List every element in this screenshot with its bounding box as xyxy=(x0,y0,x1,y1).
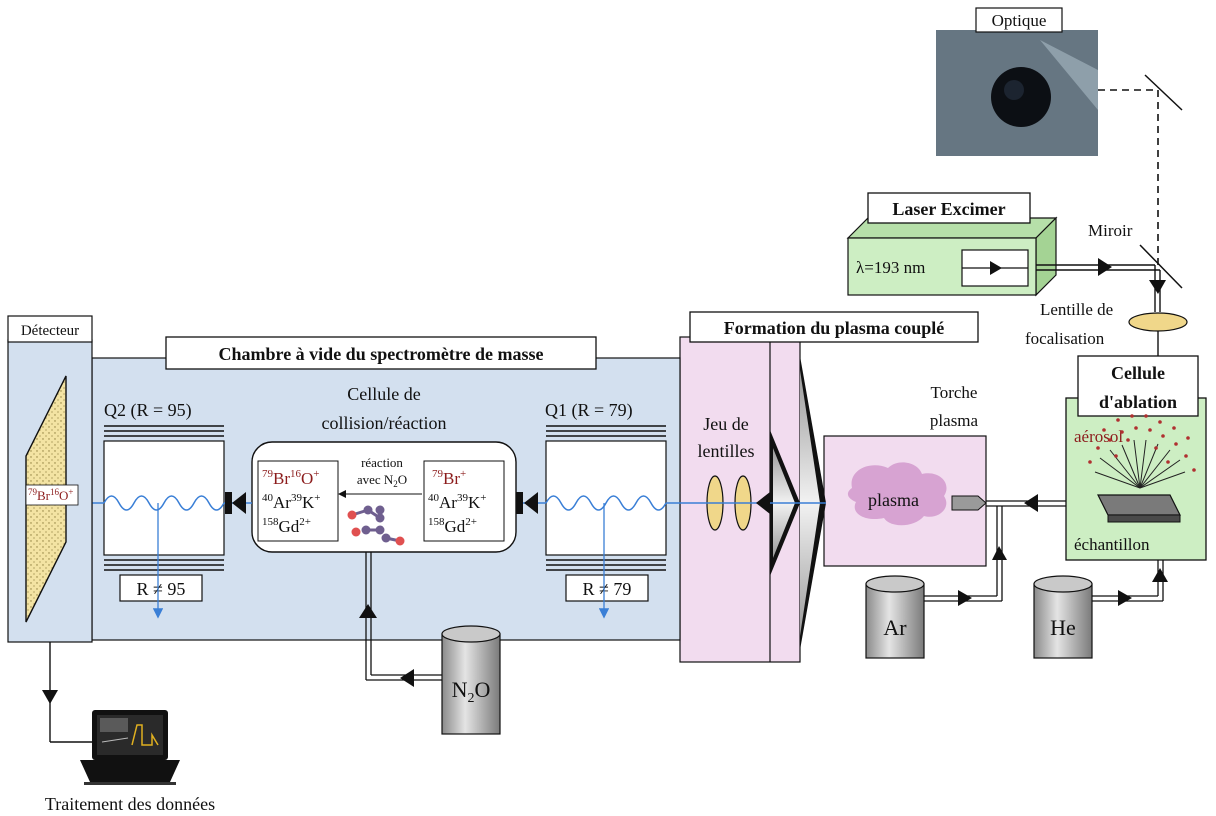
reaction-line2: avec N2O xyxy=(357,472,407,489)
q2-label: Q2 (R = 95) xyxy=(104,400,192,421)
sample-label: échantillon xyxy=(1074,535,1150,554)
in-ion-gd: 158Gd2+ xyxy=(428,516,477,536)
in-ion-br: 79Br+ xyxy=(432,468,466,488)
ablation-title-2: d'ablation xyxy=(1099,392,1177,412)
quadrupole-q1: Q1 (R = 79) R ≠ 79 xyxy=(545,400,667,619)
out-ion-gd: 158Gd2+ xyxy=(262,516,311,536)
lenses-line2: lentilles xyxy=(698,441,755,461)
ablation-title-1: Cellule xyxy=(1111,363,1165,383)
q1-label: Q1 (R = 79) xyxy=(545,400,633,421)
molecule-icon xyxy=(347,505,405,546)
reaction-line1: réaction xyxy=(361,455,403,470)
torche-line2: plasma xyxy=(930,411,979,430)
detector: Détecteur 79Br16O+ xyxy=(7,315,93,643)
in-ion-ark: 40Ar39K+ xyxy=(428,492,486,512)
aerosol-label: aérosol xyxy=(1074,427,1123,446)
plasma-torch: Torche plasma plasma xyxy=(823,383,987,567)
out-ion-ark: 40Ar39K+ xyxy=(262,492,320,512)
mirror-icon xyxy=(1139,244,1183,289)
plasma-label: plasma xyxy=(868,490,919,510)
torche-line1: Torche xyxy=(931,383,978,402)
q1-reject: R ≠ 79 xyxy=(583,579,632,599)
collision-cell: Cellule de collision/réaction 79Br16O+ 4… xyxy=(251,384,517,553)
sample-icon xyxy=(1097,494,1181,516)
he-label: He xyxy=(1050,615,1076,640)
optique-panel: Optique xyxy=(936,7,1098,156)
detector-ion: 79Br16O+ xyxy=(28,487,73,503)
lenses-line1: Jeu de xyxy=(703,414,748,434)
detector-title: Détecteur xyxy=(21,323,79,339)
focal-lens-icon xyxy=(1128,312,1188,332)
mirror-top-icon xyxy=(1144,74,1183,111)
optique-label: Optique xyxy=(992,11,1047,30)
cell-line2: collision/réaction xyxy=(322,413,447,433)
chamber-title: Chambre à vide du spectromètre de masse xyxy=(219,344,544,364)
laser-wavelength: λ=193 nm xyxy=(856,258,925,277)
ar-label: Ar xyxy=(883,615,907,640)
lentille-line2: focalisation xyxy=(1025,329,1105,348)
laptop-icon xyxy=(80,710,180,785)
cell-line1: Cellule de xyxy=(347,384,420,404)
plasma-icon xyxy=(847,462,947,526)
n2o-cylinder xyxy=(441,633,501,735)
helium-cylinder: He xyxy=(1033,575,1093,659)
quadrupole-q2: Q2 (R = 95) R ≠ 95 xyxy=(103,400,225,619)
lentille-line1: Lentille de xyxy=(1040,300,1113,319)
n2o-feed: N2O xyxy=(359,552,501,735)
plasma-formation-title: Formation du plasma couplé xyxy=(724,318,945,338)
ablation-cell: Cellule d'ablation aérosol échantillon xyxy=(1065,355,1207,561)
data-processing-label: Traitement des données xyxy=(45,794,215,814)
miroir-label: Miroir xyxy=(1088,221,1133,240)
ion-beam xyxy=(45,492,826,514)
plasma-interface: Formation du plasma couplé Jeu de lentil… xyxy=(679,311,979,663)
laser-box: Laser Excimer λ=193 nm xyxy=(846,192,1058,297)
optical-path xyxy=(1098,89,1159,270)
q2-reject: R ≠ 95 xyxy=(137,579,186,599)
n2o-label: N2O xyxy=(452,677,491,706)
out-ion-br: 79Br16O+ xyxy=(262,468,320,488)
laser-title: Laser Excimer xyxy=(892,199,1005,219)
argon-cylinder: Ar xyxy=(865,575,925,659)
